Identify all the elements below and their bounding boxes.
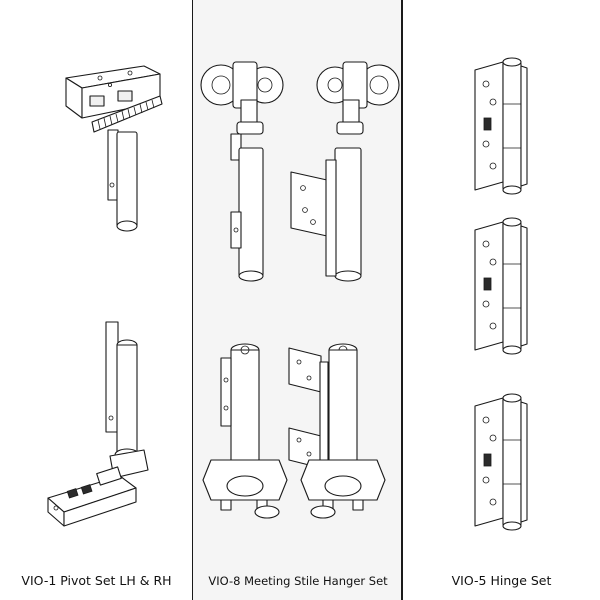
- hanger-set-drawing: [200, 61, 400, 519]
- panel-divider: [401, 0, 404, 600]
- pivot-set-drawing: [47, 65, 163, 527]
- hanger-icon: [290, 61, 400, 282]
- floor-guide-icon: [202, 343, 288, 519]
- hanger-set-panel: VIO-8 Meeting Stile Hanger Set: [193, 0, 403, 600]
- hinge-set-drawing: [474, 57, 528, 531]
- hanger-set-caption: VIO-8 Meeting Stile Hanger Set: [208, 574, 388, 588]
- butt-hinge-icon: [474, 217, 528, 355]
- hinge-set-panel: VIO-5 Hinge Set: [403, 0, 600, 600]
- floor-guide-icon: [288, 343, 386, 519]
- bottom-pivot-icon: [47, 321, 149, 527]
- butt-hinge-icon: [474, 57, 528, 195]
- pivot-set-panel: VIO-1 Pivot Set LH & RH: [0, 0, 193, 600]
- butt-hinge-icon: [474, 393, 528, 531]
- hinge-set-caption: VIO-5 Hinge Set: [451, 573, 552, 588]
- pivot-set-caption: VIO-1 Pivot Set LH & RH: [21, 573, 172, 588]
- top-pivot-icon: [65, 65, 163, 232]
- hanger-icon: [200, 61, 284, 282]
